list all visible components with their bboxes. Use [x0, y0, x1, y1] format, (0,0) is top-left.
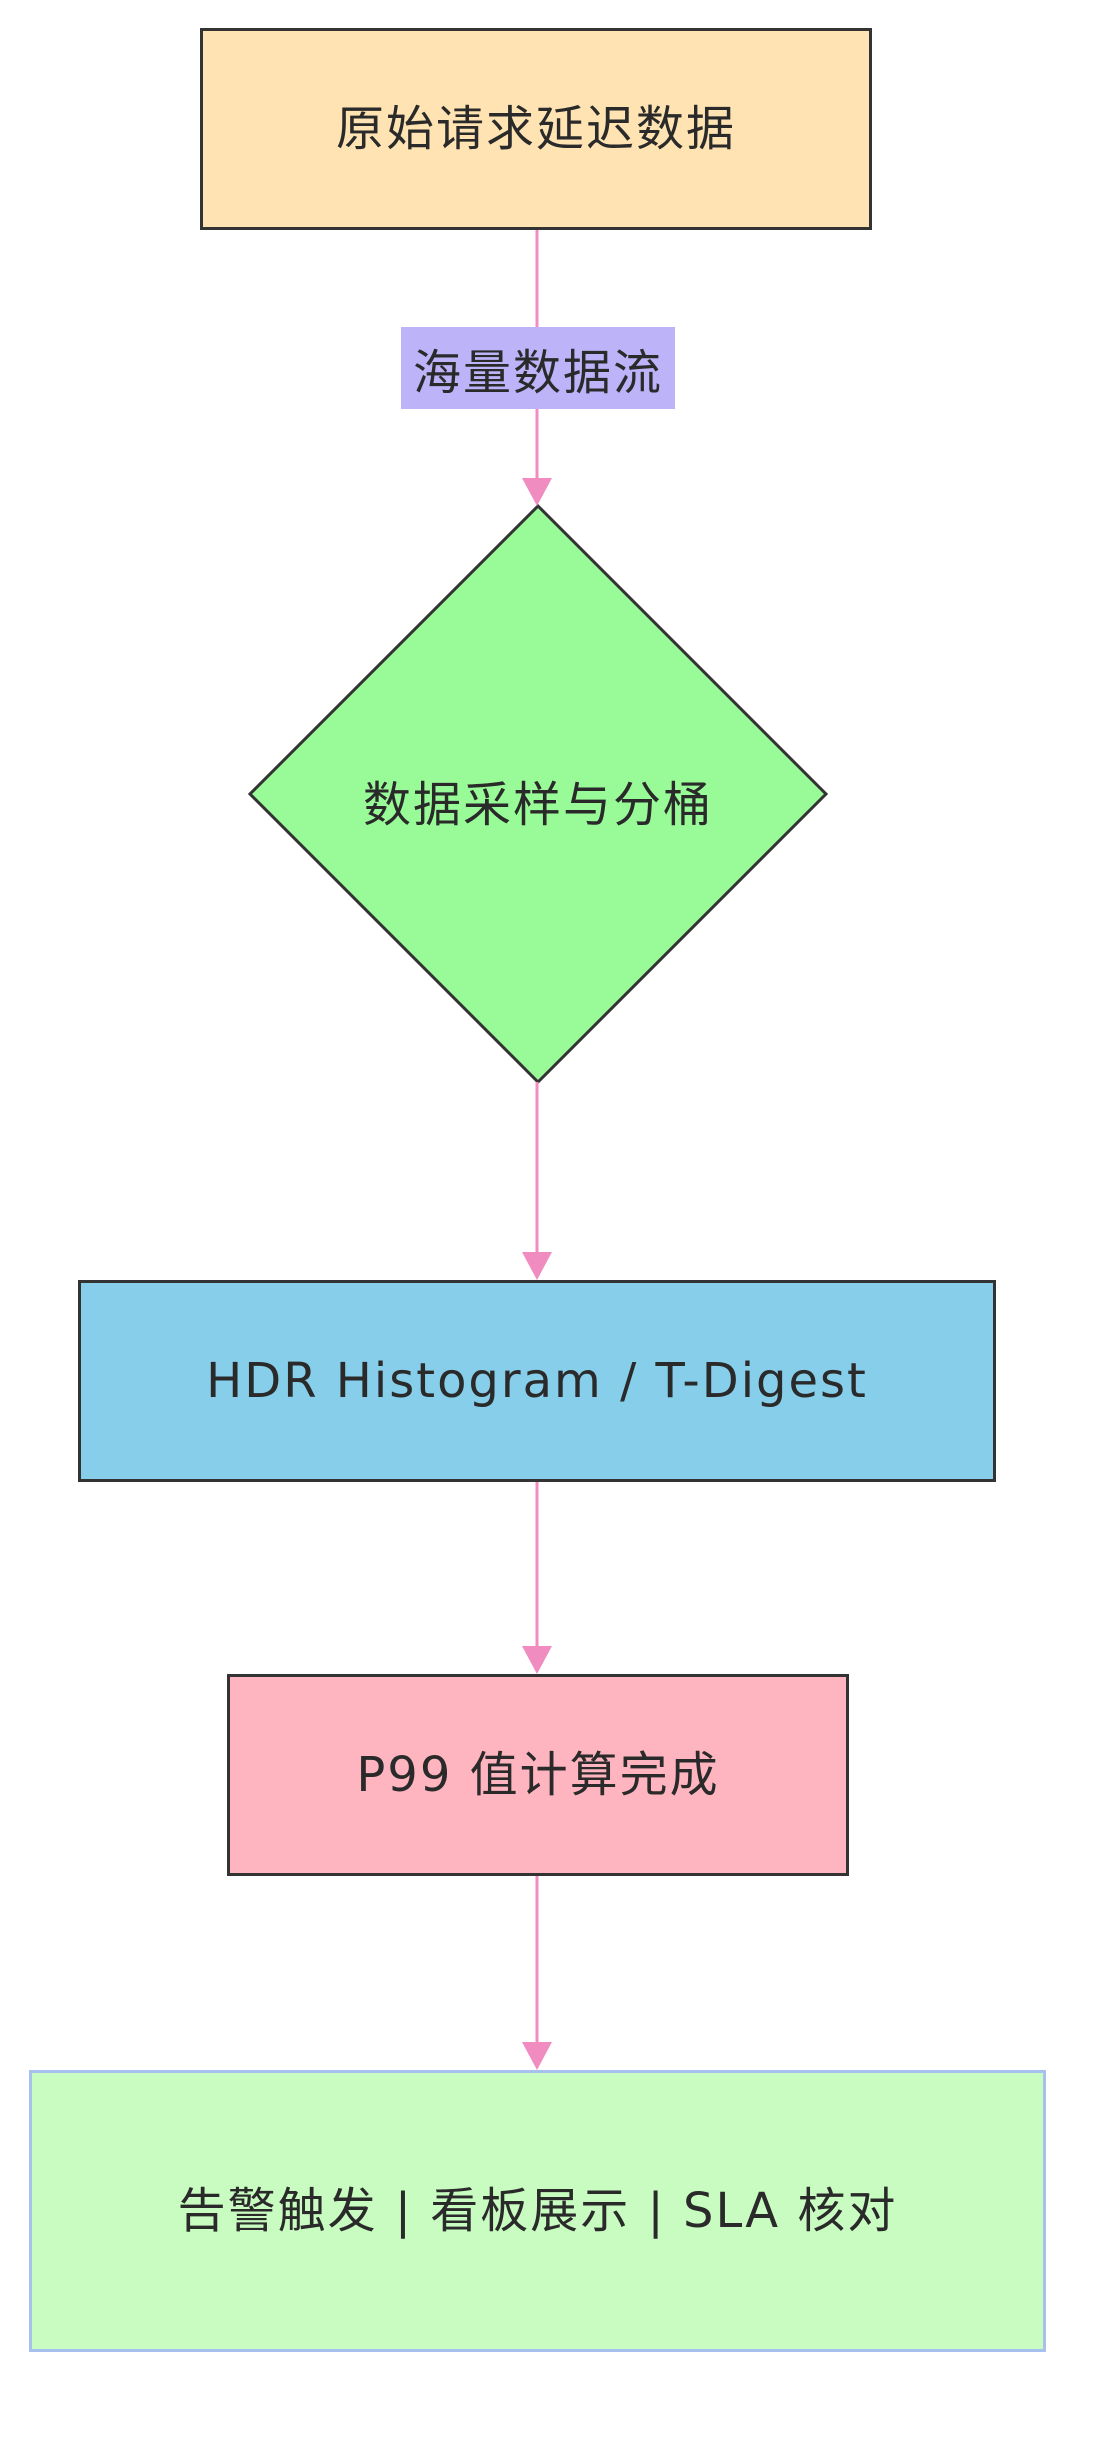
arrowhead-start-to-decision [522, 478, 552, 506]
decision-sampling-bucketing-label: 数据采样与分桶 [362, 777, 713, 833]
node-p99-computed-label: P99 值计算完成 [356, 1747, 720, 1803]
arrowhead-histogram-to-p99 [522, 1646, 552, 1674]
node-raw-latency-data: 原始请求延迟数据 [200, 28, 872, 230]
node-hdr-histogram-tdigest: HDR Histogram / T-Digest [78, 1280, 996, 1482]
arrowhead-decision-to-histogram [522, 1252, 552, 1280]
node-raw-latency-data-label: 原始请求延迟数据 [335, 101, 736, 157]
arrowhead-p99-to-output [522, 2042, 552, 2070]
node-hdr-histogram-tdigest-label: HDR Histogram / T-Digest [206, 1353, 868, 1409]
node-alert-dashboard-sla-label: 告警触发 | 看板展示 | SLA 核对 [177, 2183, 898, 2239]
node-p99-computed: P99 值计算完成 [227, 1674, 849, 1876]
node-alert-dashboard-sla: 告警触发 | 看板展示 | SLA 核对 [29, 2070, 1046, 2352]
edge-label-data-stream: 海量数据流 [401, 327, 675, 409]
